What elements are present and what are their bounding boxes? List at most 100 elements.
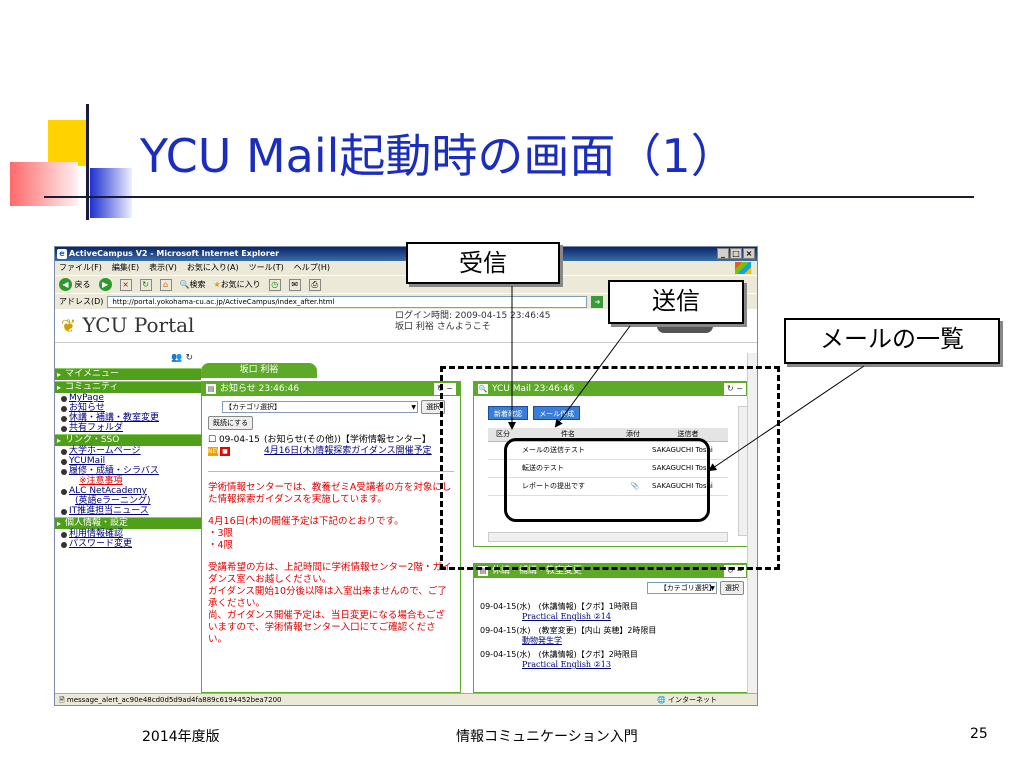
notice-item-link[interactable]: 4月16日(木)情報探索ガイダンス開催予定 (264, 446, 432, 456)
status-page-icon: 🗎 (59, 696, 65, 704)
sidebar-item[interactable]: パスワード変更 (55, 539, 201, 549)
close-icon[interactable]: × (743, 248, 755, 259)
lecture-item-head: 09-04-15(水) (休講情報)【クボ】2時限目 (480, 650, 638, 659)
people-icon[interactable]: 👥 (171, 353, 183, 363)
notice-body: 【カテゴリ選択】 選択 既読にする ☐ 09-04-15 NEW■ (お知らせ(… (202, 396, 460, 650)
history-icon[interactable]: ◷ (268, 278, 281, 291)
panel-controls-icon[interactable]: ↻ − (434, 383, 456, 395)
callout-mail-list: メールの一覧 (784, 318, 1000, 364)
lecture-select-button[interactable]: 選択 (720, 581, 744, 595)
minimize-icon[interactable]: _ (717, 248, 729, 259)
mail-icon[interactable]: ✉ (288, 278, 301, 291)
ycu-logo-icon: ❦ (61, 316, 77, 337)
address-bar: アドレス(D) http://portal.yokohama-cu.ac.jp/… (55, 293, 757, 309)
browser-title: ActiveCampus V2 - Microsoft Internet Exp… (69, 249, 280, 258)
deco-vertical-line (86, 104, 89, 220)
sidebar-section[interactable]: リンク・SSO (55, 434, 201, 446)
refresh-small-icon[interactable]: ↻ (185, 353, 193, 363)
menu-view[interactable]: 表示(V) (149, 263, 177, 272)
menu-edit[interactable]: 編集(E) (111, 263, 140, 272)
sidebar-section[interactable]: コミュニティ (55, 381, 201, 393)
sidebar-item[interactable]: ALC NetAcademy (55, 486, 201, 496)
notice-item-meta: ☐ 09-04-15 NEW■ (208, 435, 260, 457)
sidebar-item[interactable]: 利用情報確認 (55, 529, 201, 539)
portal-header: ❦ YCU Portal ログイン時間: 2009-04-15 23:46:45… (55, 309, 757, 343)
favorites-label: お気に入り (220, 279, 261, 289)
stop-icon[interactable]: × (119, 278, 132, 291)
status-text: message_alert_ac90e48cd0d5d9ad4fa889c619… (66, 696, 282, 704)
receive-button[interactable]: 新着確認 (488, 406, 528, 420)
windows-logo-icon (735, 262, 751, 274)
deco-red-square (10, 162, 78, 206)
new-badge-icon: NEW (208, 447, 223, 456)
sidebar-list: マイメニューコミュニティMyPageお知らせ休講・補講・教室変更共有フォルダリン… (55, 368, 201, 549)
footer-edition: 2014年度版 (142, 729, 220, 745)
mark-read-button[interactable]: 既読にする (208, 416, 254, 430)
sidebar-item[interactable]: 大学ホームページ (55, 446, 201, 456)
sidebar-item[interactable]: 共有フォルダ (55, 423, 201, 433)
notice-detail-p1: 学術情報センターでは、教養ゼミA受講者の方を対象にした情報探索ガイダンスを実施し… (208, 482, 452, 505)
lecture-item: 09-04-15(水) (休講情報)【クボ】1時限目 Practical Eng… (474, 602, 750, 622)
notice-item-title: (お知らせ(その他))【学術情報センター】 (264, 435, 431, 445)
sidebar-item[interactable]: IT推進担当ニュース (55, 506, 201, 516)
footer-course: 情報コミュニケーション入門 (456, 729, 638, 745)
notice-header-text: お知らせ 23:46:46 (220, 384, 300, 394)
forward-arrow-icon[interactable]: ▶ (98, 278, 112, 291)
go-arrow-icon[interactable]: ➜ (591, 295, 604, 308)
menu-help[interactable]: ヘルプ(H) (293, 263, 330, 272)
window-controls: _ □ × (717, 248, 755, 259)
mail-subject[interactable]: メールの送信テスト (518, 441, 618, 460)
lecture-item: 09-04-15(水) (教室変更)【内山 英穂】2時限目 動物発生学 (474, 626, 750, 646)
lecture-category-select[interactable]: 【カテゴリ選択】 (646, 582, 717, 594)
sidebar-item[interactable]: お知らせ (55, 403, 201, 413)
favorites-button[interactable]: ★お気に入り (214, 276, 261, 294)
notice-detail-slot3: ・3限 (208, 528, 234, 539)
lecture-item-link[interactable]: 動物発生学 (522, 636, 562, 645)
zone-indicator: 🌐 インターネット (657, 694, 717, 705)
lecture-item: 09-04-15(水) (休講情報)【クボ】2時限目 Practical Eng… (474, 650, 750, 670)
lecture-header-text: 休講・補講・教室変更 (492, 566, 583, 576)
lecture-icon: ▤ (478, 566, 488, 576)
mail-horizontal-scrollbar[interactable] (488, 532, 728, 542)
sidebar-section[interactable]: 個人情報・設定 (55, 517, 201, 529)
mail-subject[interactable]: レポートの提出です (518, 477, 618, 496)
page-vertical-scrollbar[interactable] (747, 353, 757, 693)
lecture-item-link[interactable]: Practical English ②13 (522, 660, 611, 669)
lecture-item-link[interactable]: Practical English ②14 (522, 612, 611, 621)
address-label: アドレス(D) (59, 296, 104, 306)
address-input[interactable]: http://portal.yokohama-cu.ac.jp/ActiveCa… (107, 295, 588, 308)
sidebar-item[interactable]: YCUMail (55, 456, 201, 466)
mail-subject[interactable]: 転送のテスト (518, 459, 618, 478)
callout-send: 送信 (608, 280, 744, 324)
notice-detail: 学術情報センターでは、教養ゼミA受講者の方を対象にした情報探索ガイダンスを実施し… (208, 471, 454, 646)
back-button[interactable]: ◀ 戻る (59, 276, 91, 294)
sidebar-tools: 👥 ↻ (55, 353, 201, 367)
notice-item-text: (お知らせ(その他))【学術情報センター】 4月16日(木)情報探索ガイダンス開… (264, 435, 432, 457)
maximize-icon[interactable]: □ (730, 248, 742, 259)
notice-category-select[interactable]: 【カテゴリ選択】 (222, 401, 418, 413)
search-button[interactable]: 🔍検索 (180, 276, 206, 294)
deco-horizontal-line (44, 196, 974, 198)
notice-icon: ▤ (206, 384, 216, 394)
home-icon[interactable]: ⌂ (159, 278, 172, 291)
sidebar: 👥 ↻ マイメニューコミュニティMyPageお知らせ休講・補講・教室変更共有フォ… (55, 353, 201, 693)
sidebar-item[interactable]: (英語eラーニング) (75, 496, 151, 506)
sidebar-item[interactable]: ※注意事項 (79, 476, 123, 486)
menu-tools[interactable]: ツール(T) (248, 263, 284, 272)
attachment-icon: 📎 (618, 477, 648, 496)
notice-checkbox[interactable]: ☐ (208, 435, 217, 445)
print-icon[interactable]: ⎙ (308, 278, 321, 291)
sidebar-item[interactable]: 休講・補講・教室変更 (55, 413, 201, 423)
menu-file[interactable]: ファイル(F) (59, 263, 102, 272)
user-tab[interactable]: 坂口 利裕 (201, 363, 317, 378)
search-label: 検索 (189, 279, 206, 289)
notice-select-button[interactable]: 選択 (421, 400, 446, 414)
notice-date: 09-04-15 (218, 435, 260, 445)
sidebar-item[interactable]: 履修・成績・シラバス (55, 466, 201, 476)
callout-receive: 受信 (406, 242, 560, 284)
notice-panel: ▤ お知らせ 23:46:46 ↻ − 【カテゴリ選択】 選択 既読にする ☐ … (201, 381, 461, 693)
menu-favorites[interactable]: お気に入り(A) (186, 263, 239, 272)
refresh-icon[interactable]: ↻ (139, 278, 152, 291)
sidebar-section[interactable]: マイメニュー (55, 368, 201, 380)
sidebar-item[interactable]: MyPage (55, 393, 201, 403)
